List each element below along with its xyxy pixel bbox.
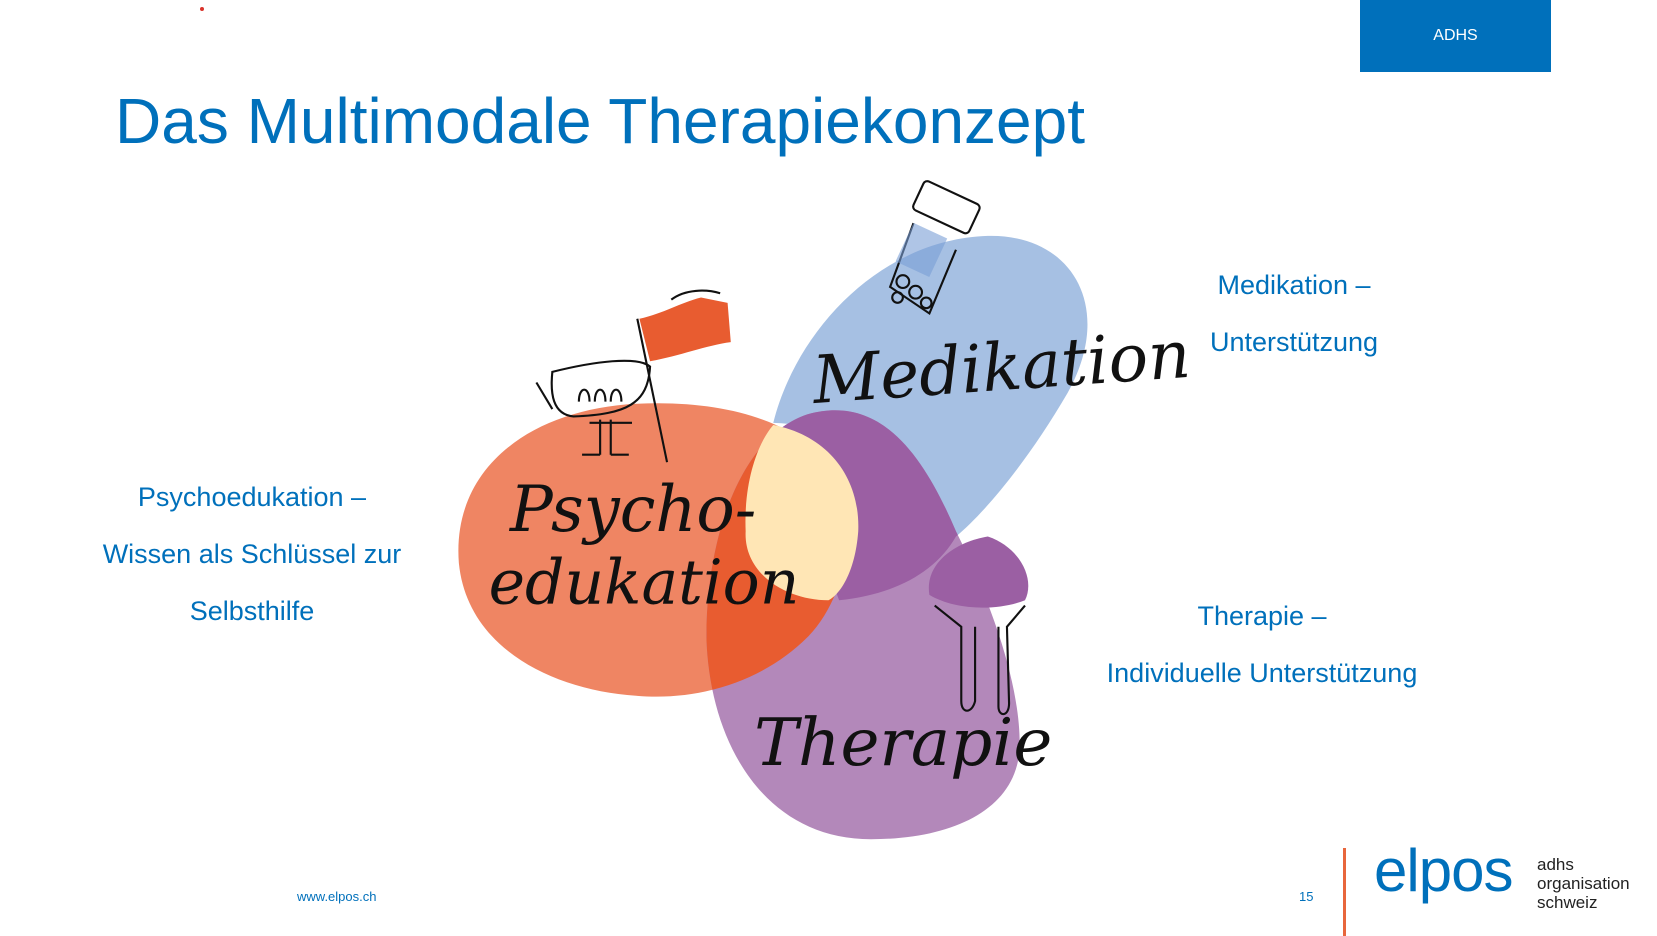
flag-icon <box>636 289 731 463</box>
medikation-description: Medikation – Unterstützung <box>1144 257 1444 371</box>
logo-sub-line: organisation <box>1537 874 1630 893</box>
text-line: Unterstützung <box>1209 327 1379 357</box>
red-dot <box>200 7 204 11</box>
therapie-description: Therapie – Individuelle Unterstützung <box>1062 588 1462 702</box>
adhs-badge: ADHS <box>1360 0 1551 72</box>
page-number: 15 <box>1299 889 1314 904</box>
text-line: Individuelle Unterstützung <box>1106 658 1418 688</box>
logo-sub-line: schweiz <box>1537 893 1598 912</box>
text-line: Psychoedukation – <box>137 482 367 512</box>
thinking-person-icon <box>928 536 1029 716</box>
text-line: Medikation – <box>1217 270 1371 300</box>
text-line: Selbsthilfe <box>189 596 315 626</box>
label-edukation: edukation <box>489 546 800 618</box>
logo-sub-line: adhs <box>1537 855 1574 874</box>
pill-bottle-icon <box>888 180 981 316</box>
footer-divider <box>1343 848 1346 936</box>
blob-medikation <box>773 235 1088 537</box>
logo-subtitle: adhs organisation schweiz <box>1537 855 1630 912</box>
text-line: Wissen als Schlüssel zur <box>102 539 402 569</box>
page-title: Das Multimodale Therapiekonzept <box>115 85 1085 157</box>
text-line: Therapie – <box>1197 601 1327 631</box>
label-psycho: Psycho- <box>509 473 756 547</box>
psychoedukation-description: Psychoedukation – Wissen als Schlüssel z… <box>52 469 452 640</box>
label-therapie: Therapie <box>754 704 1052 781</box>
overlap-center <box>745 424 859 601</box>
footer-url-link[interactable]: www.elpos.ch <box>297 889 377 904</box>
elpos-logo: elpos <box>1374 837 1513 904</box>
person-icon <box>535 359 652 456</box>
